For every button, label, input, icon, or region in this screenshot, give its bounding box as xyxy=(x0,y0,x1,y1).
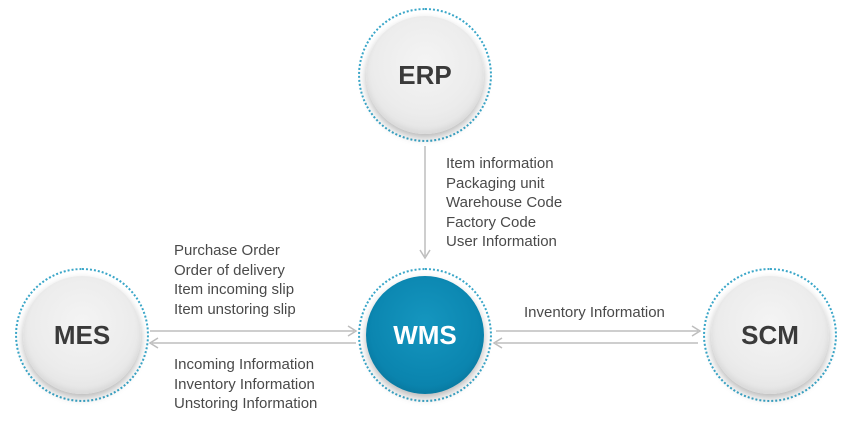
arrowhead-wms-to-scm xyxy=(691,325,702,337)
arrowhead-erp-to-wms xyxy=(419,249,431,260)
wms-node: WMS xyxy=(366,276,484,394)
flow-label: Packaging unit xyxy=(446,174,545,192)
mes-node-ring xyxy=(15,268,149,402)
flow-label: Item information xyxy=(446,155,554,172)
wms-node-ring xyxy=(358,268,492,402)
flow-label: User Information xyxy=(446,233,557,250)
flow-label: Item incoming slip xyxy=(174,281,295,298)
erp-to-wms-labels: Item information Packaging unit Warehous… xyxy=(446,154,562,252)
arrowhead-scm-to-wms xyxy=(492,337,503,349)
flow-label: Warehouse Code xyxy=(446,194,563,211)
flow-label: Order of delivery xyxy=(174,261,285,279)
arrowhead-wms-to-mes xyxy=(148,337,159,349)
erp-node-ring xyxy=(358,8,492,142)
mes-to-wms-labels: Purchase Order Order of delivery Item in… xyxy=(174,241,296,319)
mes-node: MES xyxy=(23,276,141,394)
arrowhead-mes-to-wms xyxy=(347,325,358,337)
flow-label: Purchase Order xyxy=(174,242,280,259)
flow-label: Inventory Information xyxy=(524,304,665,321)
flow-label: Unstoring Information xyxy=(174,395,318,412)
flow-label: Incoming Information xyxy=(174,356,315,373)
erp-node: ERP xyxy=(366,16,484,134)
wms-to-scm-labels: Inventory Information xyxy=(524,303,665,323)
flow-label: Inventory Information xyxy=(174,375,315,393)
scm-node: SCM xyxy=(711,276,829,394)
wms-to-mes-labels: Incoming Information Inventory Informati… xyxy=(174,355,317,414)
flow-label: Factory Code xyxy=(446,213,537,231)
scm-node-ring xyxy=(703,268,837,402)
flow-label: Item unstoring slip xyxy=(174,300,296,318)
